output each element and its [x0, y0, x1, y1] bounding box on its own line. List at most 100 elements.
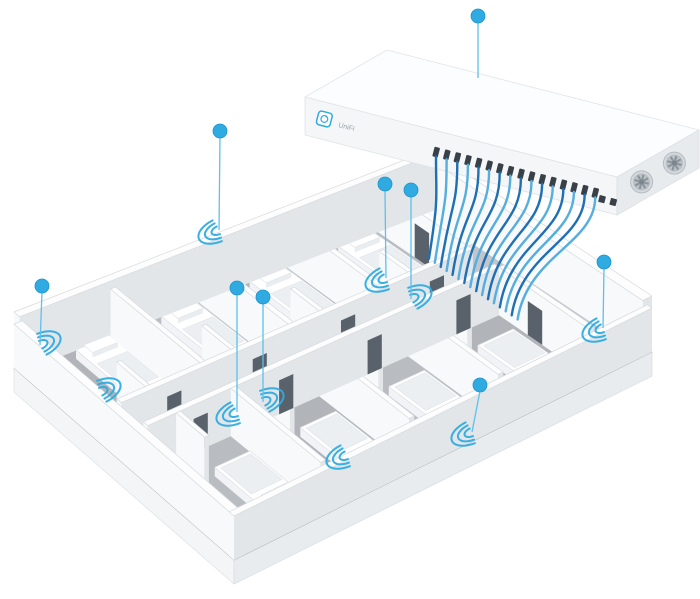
ethernet-port: [443, 149, 451, 161]
door: [367, 334, 382, 375]
wifi-arc: [197, 219, 223, 245]
ethernet-cable: [445, 163, 470, 273]
wifi-arc: [98, 386, 109, 397]
wifi-arcs-extra: [325, 444, 351, 470]
wifi-arc: [587, 320, 606, 339]
wifi-arc: [203, 222, 222, 241]
wifi-arc: [261, 396, 272, 407]
pin-dot: [229, 280, 245, 296]
entry-nook-wall: [175, 410, 210, 486]
ethernet-port: [559, 179, 568, 191]
blanket: [305, 413, 368, 454]
wifi-arc: [259, 387, 285, 413]
ethernet-cable: [510, 193, 586, 317]
ethernet-port: [527, 171, 536, 182]
sfp-port: [598, 195, 606, 204]
ethernet-cable: [492, 185, 554, 305]
bed-side: [161, 316, 215, 368]
wall-face: [14, 324, 234, 560]
pin-dot: [377, 176, 393, 192]
wifi-arc: [450, 421, 476, 447]
door: [279, 374, 294, 415]
ap-pin-ap-1: [197, 123, 228, 245]
ethernet-cable: [433, 158, 448, 264]
switch-side: [616, 129, 700, 216]
pillow-side: [92, 342, 118, 358]
wall-end: [229, 511, 234, 560]
wifi-arc: [38, 339, 49, 350]
pin-dot: [472, 377, 488, 393]
ethernet-port: [570, 182, 578, 193]
ap-pin-ap-8: [450, 377, 488, 447]
ethernet-port: [474, 157, 483, 169]
pin-dot: [34, 278, 50, 294]
wifi-arc: [36, 330, 62, 356]
door: [456, 294, 471, 335]
ethernet-port: [591, 187, 600, 199]
wifi-arc: [409, 293, 420, 304]
wifi-arc: [228, 407, 239, 418]
wifi-arc: [407, 284, 433, 310]
ethernet-port: [549, 176, 557, 188]
wifi-arc: [37, 334, 56, 353]
pin-stem: [602, 267, 605, 329]
ethernet-port: [464, 154, 472, 166]
ethernet-port: [538, 173, 546, 185]
wifi-arc: [364, 267, 390, 293]
blanket: [394, 372, 457, 411]
door: [414, 223, 430, 268]
wall-face: [234, 308, 652, 560]
wifi-arc: [260, 391, 279, 410]
wifi-arc: [210, 225, 221, 236]
wifi-arc: [377, 273, 388, 284]
ethernet-port: [453, 152, 462, 163]
pin-stem: [471, 390, 481, 433]
pillow-side: [354, 237, 381, 253]
ap-pin-ap-3: [403, 182, 433, 310]
wall-top: [142, 263, 500, 427]
pin-dot: [212, 123, 228, 139]
wifi-arcs-extra: [96, 377, 122, 403]
cable-bundle: [427, 155, 597, 321]
wifi-arc: [221, 404, 240, 423]
pin-dot: [403, 182, 419, 198]
blanket: [483, 331, 546, 368]
wifi-arc: [96, 377, 122, 403]
blanket: [220, 453, 283, 495]
fan-hub: [639, 179, 644, 185]
wall-face: [426, 157, 643, 357]
fan-icon: [662, 151, 686, 175]
switch-device: UniFi: [304, 49, 700, 216]
pillow-side: [266, 272, 292, 288]
ethernet-port: [517, 168, 525, 180]
wifi-arc: [463, 427, 474, 438]
ap-pin-switch: [470, 8, 486, 78]
pin-dot: [255, 289, 271, 305]
ap-pin-ap-5: [215, 280, 245, 427]
wifi-arc: [581, 317, 607, 343]
fan-hub: [672, 160, 677, 166]
ethernet-port: [496, 163, 504, 174]
wifi-arc: [215, 401, 241, 427]
ethernet-cable: [475, 177, 523, 293]
door: [527, 301, 543, 345]
ap-pin-ap-2: [364, 176, 393, 293]
wifi-arc: [370, 270, 389, 289]
ethernet-cable: [486, 182, 544, 301]
pin-stem: [218, 136, 221, 231]
pin-dot: [470, 8, 486, 24]
ethernet-cable: [516, 196, 597, 321]
ubiquiti-logo: [315, 110, 333, 128]
ethernet-cable: [457, 169, 491, 281]
pin-stem: [39, 291, 43, 346]
wifi-arc: [97, 381, 116, 400]
device-label: UniFi: [338, 122, 356, 133]
wall-end: [204, 435, 209, 486]
ethernet-port: [506, 165, 515, 177]
wifi-arc: [594, 323, 605, 334]
wall-top: [175, 410, 210, 438]
pin-stem: [384, 189, 387, 279]
wall-face: [176, 412, 205, 486]
